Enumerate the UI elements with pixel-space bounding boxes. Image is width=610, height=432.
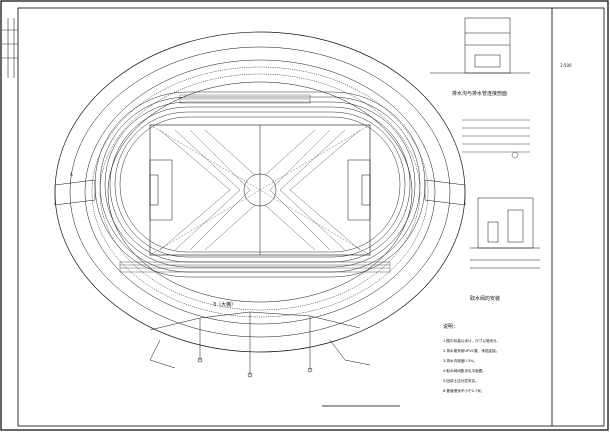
- main-label: 3（大棚）: [213, 301, 236, 308]
- drainage-pipes: [149, 311, 371, 378]
- binding-strip: [2, 18, 18, 78]
- inner-frame: [17, 7, 605, 427]
- title-block: 1:500: [551, 8, 572, 426]
- section-detail-1: [430, 17, 530, 74]
- section-title-1: 排水沟与排水管连接剖面: [452, 90, 507, 97]
- notes-list: 1.图中标高以米计，尺寸以毫米计。 2.排水管采用UPVC管，承插连接。 3.排…: [443, 338, 500, 393]
- valve-detail: [470, 197, 540, 269]
- notes-title: 说明：: [443, 323, 458, 330]
- section-title-2: 取水阀的安装: [470, 295, 500, 302]
- note-line: 5.回填土应分层夹实。: [443, 378, 479, 383]
- note-line: 2.排水管采用UPVC管，承插连接。: [443, 348, 499, 353]
- note-line: 6.管道埋深不小于0.7米。: [443, 388, 485, 393]
- straight-stands: [119, 94, 391, 273]
- note-line: 1.图中标高以米计，尺寸以毫米计。: [443, 338, 500, 343]
- note-line: 4.取水阀间距详见平面图。: [443, 368, 486, 373]
- left-entrance-label: A: [70, 172, 73, 177]
- note-line: 3.排水沟坡度0.3%。: [443, 358, 477, 363]
- drainage-pattern: [149, 124, 371, 256]
- side-entrances: [54, 179, 466, 206]
- stadium-stands: [54, 31, 466, 353]
- legend-block: [462, 119, 530, 159]
- sheet-code: 1:500: [560, 63, 572, 68]
